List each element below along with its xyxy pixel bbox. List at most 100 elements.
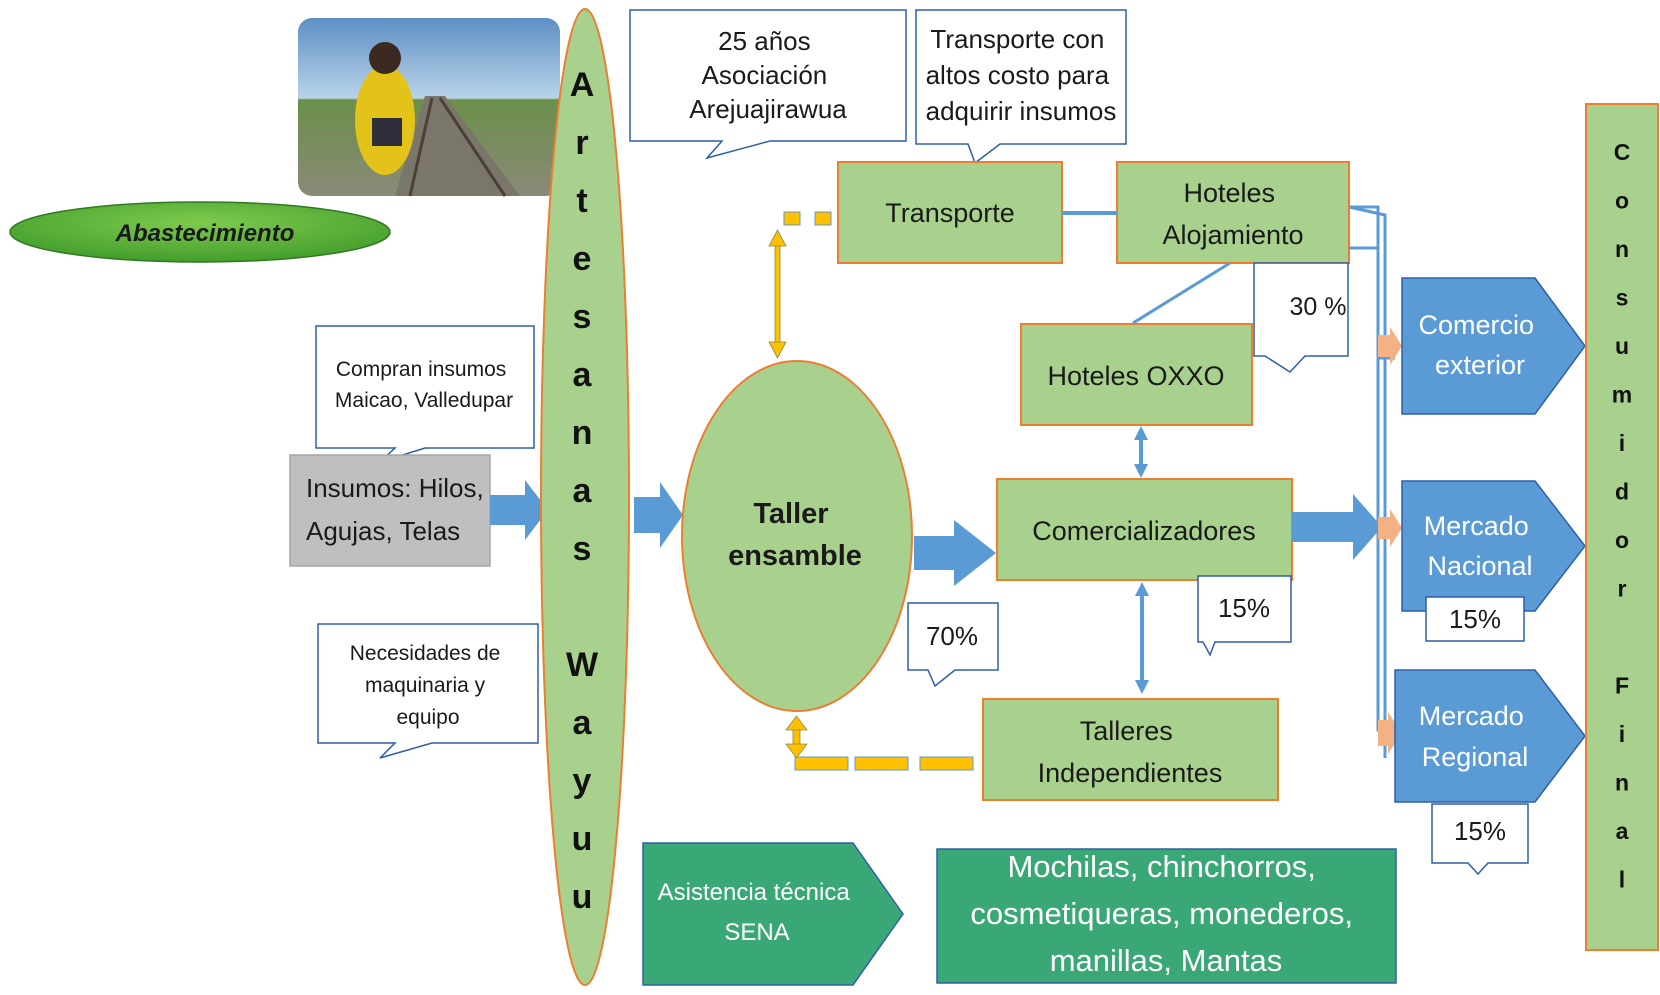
oxxo-comercializadores-double-arrow xyxy=(1134,426,1148,478)
artesanasText-letter: s xyxy=(573,530,592,568)
talleres-dash-2 xyxy=(854,756,909,771)
svg-text:25 años Asociación Are: 25 años Asociación Arejuajirawua xyxy=(689,26,847,124)
artesanasText-letter: A xyxy=(570,66,595,104)
comercializadores-box xyxy=(996,478,1293,581)
productos-line-1: Mochilas, chinchorros, xyxy=(1007,849,1315,884)
pct-nacional-callout xyxy=(1425,596,1525,642)
taller-to-comercializadores-arrow xyxy=(914,520,996,586)
talleres-dash-3 xyxy=(794,756,849,771)
transporte-costo-line-3: adquirir insumos xyxy=(926,96,1117,126)
consumidorText-letter: a xyxy=(1616,818,1629,844)
artesanasText-letter: r xyxy=(575,124,588,162)
pct-70-label: 70% xyxy=(926,621,978,651)
svg-text:Hoteles Alojamiento: Hoteles Alojamiento xyxy=(1162,178,1303,250)
productos-box xyxy=(936,848,1397,984)
transporte-taller-double-arrow xyxy=(768,229,787,359)
svg-text:Necesidades de maquinaria: Necesidades de maquinaria y equipo xyxy=(350,642,506,729)
consumidorText-letter: o xyxy=(1615,527,1629,553)
consumidorText-letter: d xyxy=(1615,479,1629,505)
mercado-regional-line-1: Mercado xyxy=(1419,701,1524,731)
pct-comercializadores-label: 15% xyxy=(1218,593,1270,623)
artesanasText-letter: W xyxy=(566,646,599,684)
necesidades-callout xyxy=(317,623,539,759)
asociacion-line-2: Asociación xyxy=(702,60,828,90)
svg-text:Comercio exterior: Comercio exterior xyxy=(1418,310,1541,380)
asociacion-line-3: Arejuajirawua xyxy=(689,94,847,124)
svg-text:Asistencia técnica SENA: Asistencia técnica SENA xyxy=(658,879,857,946)
comercio-exterior-box xyxy=(1401,277,1586,415)
artesanasText-letter: a xyxy=(573,472,593,510)
svg-text:Insumos: Hilos, Agujas, Te: Insumos: Hilos, Agujas, Telas xyxy=(306,473,491,546)
comercio-exterior-line-2: exterior xyxy=(1435,350,1525,380)
to-comercio-exterior-arrow xyxy=(1378,327,1402,365)
asistencia-line-1: Asistencia técnica xyxy=(658,879,851,906)
artesanasText-letter: n xyxy=(572,414,593,452)
consumidorText-letter: C xyxy=(1614,139,1631,165)
hoteles-oxxo-box xyxy=(1020,323,1253,426)
asociacion-line-1: 25 años xyxy=(718,26,811,56)
talleres-line-2: Independientes xyxy=(1038,758,1223,788)
artesanas-wayuu-oval xyxy=(540,8,630,986)
mercado-nacional-box xyxy=(1401,480,1586,612)
insumos-line-1: Insumos: Hilos, xyxy=(306,473,484,503)
comercializadores-talleres-double-arrow xyxy=(1135,582,1149,694)
pct-30-callout xyxy=(1253,262,1349,373)
insumos-arrow xyxy=(490,480,548,540)
artesanasText-letter: a xyxy=(573,704,593,742)
artesanasText-letter: u xyxy=(572,820,593,858)
abastecimiento-label: Abastecimiento xyxy=(115,220,295,247)
taller-ensamble-circle xyxy=(681,360,913,712)
necesidades-line-1: Necesidades de xyxy=(350,642,501,665)
artesanasText-letter: s xyxy=(573,298,592,336)
mercado-nacional-line-2: Nacional xyxy=(1427,551,1532,581)
svg-text:Compran insumos Maicao, Va: Compran insumos Maicao, Valledupar xyxy=(335,358,513,412)
pct-comercializadores-callout xyxy=(1197,575,1292,657)
artesanasText-letter: a xyxy=(573,356,593,394)
talleres-independientes-box xyxy=(982,698,1279,801)
pct-regional-label: 15% xyxy=(1454,816,1506,846)
hoteles-alojamiento-line-1: Hoteles xyxy=(1183,178,1275,208)
consumidorText-letter: F xyxy=(1615,673,1629,699)
consumidorText-letter: s xyxy=(1616,285,1629,311)
consumidorText-letter: o xyxy=(1615,188,1629,214)
artesanasText-letter: u xyxy=(572,878,593,916)
artesanas-to-taller-arrow xyxy=(634,482,683,548)
pct-70-callout xyxy=(907,602,999,688)
artesanasText-letter: e xyxy=(573,240,592,278)
consumidorText-letter: i xyxy=(1619,721,1625,747)
to-mercado-nacional-arrow xyxy=(1378,509,1402,547)
hoteles-alojamiento-line-2: Alojamiento xyxy=(1162,220,1303,250)
hoteles-alojamiento-box xyxy=(1116,161,1350,264)
transporte-dash-1 xyxy=(783,211,801,226)
pct-nacional-label: 15% xyxy=(1449,604,1501,634)
transporte-dash-2 xyxy=(814,211,832,226)
asociacion-callout xyxy=(629,9,907,160)
distribution-lines xyxy=(1348,205,1400,758)
comercializadores-to-markets-arrow xyxy=(1292,494,1382,560)
taller-ensamble-line-2: ensamble xyxy=(728,540,862,572)
artesanasText-letter: y xyxy=(573,762,592,800)
talleres-line-1: Talleres xyxy=(1080,716,1173,746)
productos-line-3: manillas, Mantas xyxy=(1050,943,1283,978)
artesanasText-letter: t xyxy=(576,182,587,220)
transporte-costo-line-1: Transporte con xyxy=(930,24,1104,54)
comercio-exterior-line-1: Comercio xyxy=(1418,310,1534,340)
talleres-taller-double-arrow xyxy=(785,715,808,759)
hoteles-oxxo-line xyxy=(1132,261,1231,325)
insumos-line-2: Agujas, Telas xyxy=(306,516,460,546)
talleres-dash-1 xyxy=(919,756,974,771)
consumidorText-letter: n xyxy=(1615,236,1629,262)
svg-text:Mochilas, chinchorros, cos: Mochilas, chinchorros, cosmetiqueras, mo… xyxy=(970,849,1361,978)
svg-text:Mercado Nacional: Mercado Nacional xyxy=(1424,511,1537,581)
to-mercado-regional-arrow xyxy=(1378,712,1402,754)
pct-30-label: 30 % xyxy=(1290,293,1347,321)
artisan-photo xyxy=(298,18,560,197)
consumidor-final-box xyxy=(1585,103,1659,951)
compran-line-2: Maicao, Valledupar xyxy=(335,389,513,412)
mercado-regional-box xyxy=(1394,669,1586,803)
consumidorText-letter: u xyxy=(1615,333,1629,359)
svg-text:Taller ensamble: Taller ensamble xyxy=(728,498,862,572)
